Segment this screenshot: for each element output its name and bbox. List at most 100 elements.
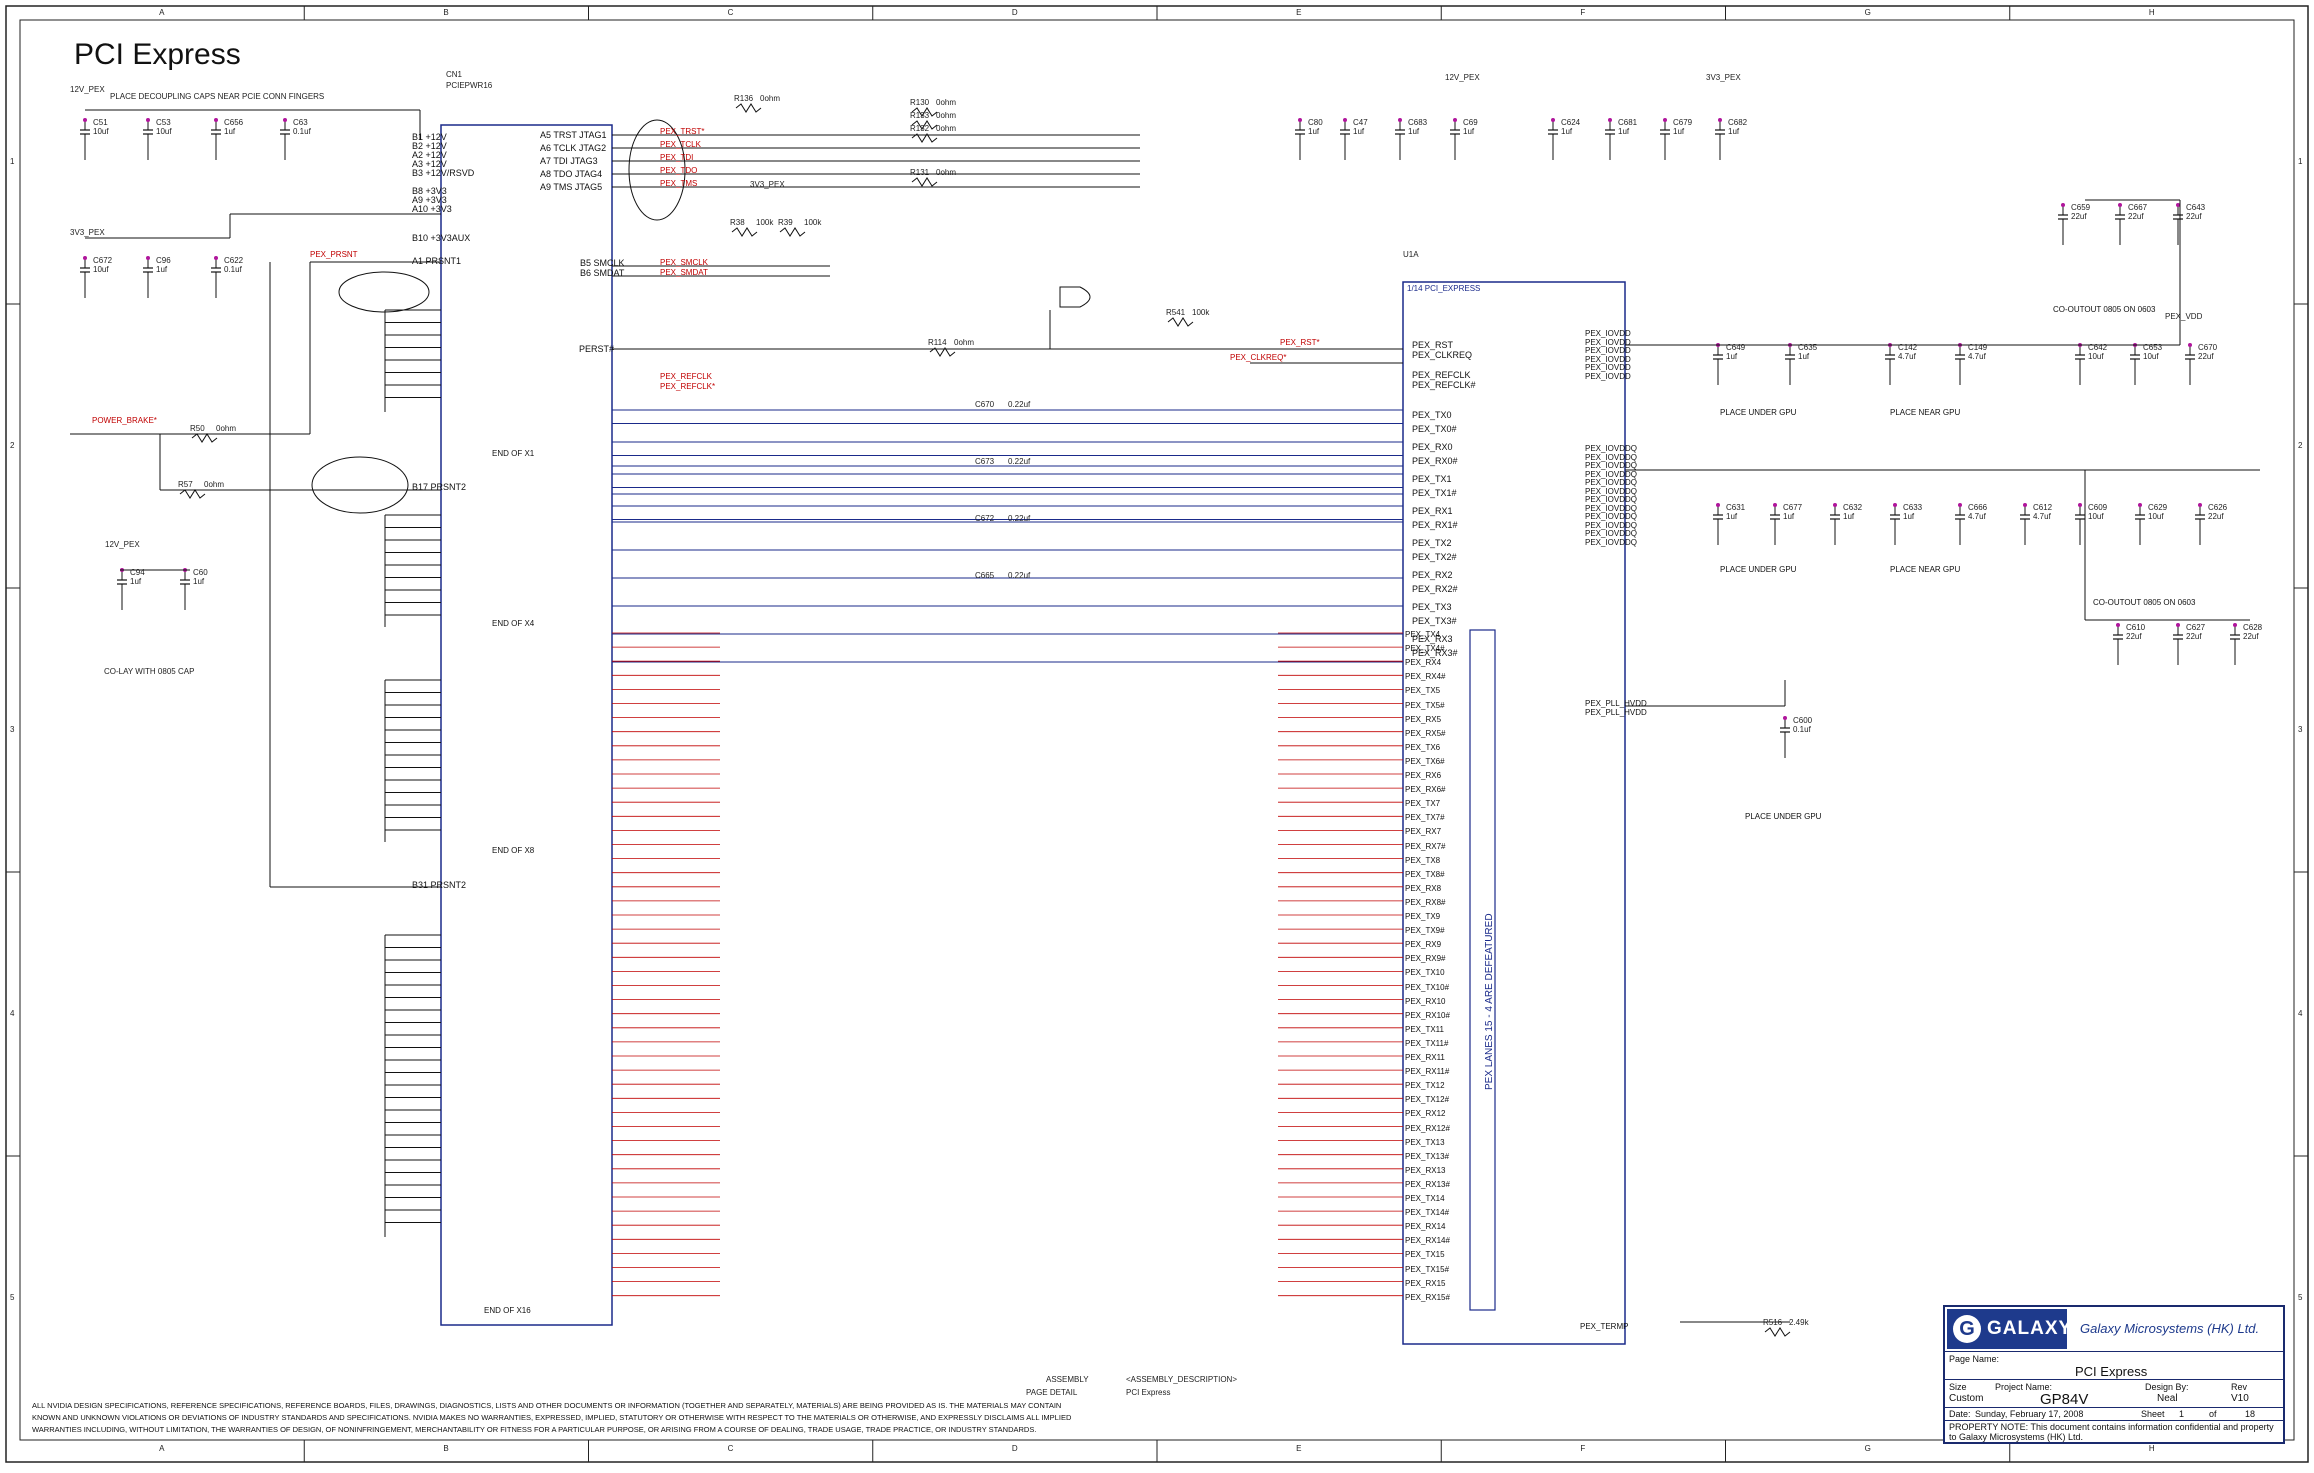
- gpu-pcie-pin: PEX_TX1: [1412, 474, 1452, 484]
- gpu-power-pin: PEX_IOVDDQ: [1585, 452, 1638, 462]
- ac-coupling-cap-value: 0.22uf: [1008, 457, 1031, 466]
- gpu-defeatured-pin: PEX_TX9: [1405, 912, 1441, 921]
- decoupling-capacitor-node: [1398, 118, 1402, 122]
- capacitor-ref: C51: [93, 118, 108, 127]
- frame-col-bottom-B: B: [443, 1444, 449, 1453]
- left-power-rails: [70, 109, 441, 888]
- ac-coupling-cap-ref: C670: [975, 400, 995, 409]
- capacitor-value: 10uf: [2143, 352, 2159, 361]
- capacitor-value: 22uf: [2208, 512, 2224, 521]
- power-brake-label: POWER_BRAKE*: [92, 416, 157, 425]
- frame-col-bottom-F: F: [1580, 1444, 1586, 1453]
- capacitor-value: 1uf: [1353, 127, 1365, 136]
- resistor: [1764, 1327, 1791, 1337]
- gpu-defeatured-pin: PEX_RX8: [1405, 883, 1442, 893]
- decoupling-capacitor-node: [2176, 203, 2180, 207]
- capacitor-ref: C643: [2186, 203, 2206, 212]
- frame-row-right-4: 4: [2298, 1009, 2303, 1018]
- gpu-pcie-pin: PEX_TX2: [1412, 538, 1452, 548]
- gpu-defeatured-pin: PEX_RX5: [1405, 714, 1442, 724]
- capacitor-value: 1uf: [1308, 127, 1320, 136]
- frame-col-bottom-D: D: [1011, 1444, 1018, 1453]
- rev-value: V10: [2231, 1393, 2249, 1404]
- frame-col-top-A: A: [159, 8, 165, 17]
- capacitor-value: 10uf: [2148, 512, 2164, 521]
- gpu-pcie-pin: PEX_TX0: [1412, 410, 1452, 420]
- gpu-power-pin: PEX_IOVDDQ: [1585, 520, 1638, 530]
- page-name-label: Page Name:: [1949, 1354, 2000, 1364]
- gpu-defeatured-pin: PEX_TX14#: [1405, 1208, 1450, 1218]
- connector-power-pin: B8 +3V3: [412, 186, 447, 196]
- ac-coupling-cap-value: 0.22uf: [1008, 400, 1031, 409]
- connector-power-pin: A9 +3V3: [412, 195, 447, 205]
- capacitor-ref: C681: [1618, 118, 1638, 127]
- capacitor-ref: C142: [1898, 343, 1918, 352]
- gpu-defeatured-pin: PEX_TX15: [1405, 1250, 1445, 1260]
- page-title: PCI Express: [74, 38, 241, 71]
- jtag-traces: [612, 134, 1403, 364]
- frame-col-bottom-C: C: [727, 1444, 734, 1453]
- gpu-pcie-pin: PEX_RX2#: [1412, 583, 1458, 594]
- gpu-pcie-pin: PEX_RST: [1412, 340, 1454, 350]
- resistor-value: 100k: [1192, 308, 1210, 317]
- gpu-pcie-pin: PEX_RX0: [1412, 442, 1453, 452]
- resistor-value: 100k: [804, 218, 822, 227]
- frame-col-bottom-E: E: [1296, 1444, 1302, 1453]
- capacitor-ref: C622: [224, 256, 244, 265]
- resistor: [911, 177, 938, 187]
- connector-prsnt-pin: A1 PRSNT1: [412, 256, 462, 266]
- prsnt2-highlight-ellipse: [311, 456, 409, 514]
- gpu-pcie-pin: PEX_RX1: [1412, 506, 1453, 516]
- gpu-defeatured-pin: PEX_TX4#: [1405, 644, 1445, 654]
- resistor-ref: R114: [928, 338, 947, 347]
- title-block: G GALAXY Galaxy Microsystems (HK) Ltd. P…: [1943, 1305, 2285, 1444]
- gpu-defeatured-pin: PEX_RX8#: [1405, 897, 1446, 907]
- connector-jtag-pin: A9 TMS JTAG5: [540, 182, 603, 192]
- capacitor-value: 10uf: [93, 265, 109, 274]
- size-value: Custom: [1949, 1393, 1984, 1404]
- gpu-pcie-pin: PEX_TX3: [1412, 602, 1452, 612]
- capacitor-ref: C672: [93, 256, 113, 265]
- capacitor-value: 10uf: [93, 127, 109, 136]
- resistor-value: 0ohm: [936, 168, 957, 177]
- gpu-power-pin: PEX_PLL_HVDD: [1585, 708, 1647, 717]
- frame-col-top-H: H: [2148, 8, 2155, 17]
- capacitor-value: 0.1uf: [224, 265, 242, 274]
- gpu-defeatured-pin: PEX_RX15: [1405, 1278, 1446, 1288]
- frame-row-left-2: 2: [10, 441, 15, 450]
- gpu-defeatured-pin: PEX_TX5#: [1405, 700, 1445, 710]
- frame-col-top-B: B: [443, 8, 449, 17]
- galaxy-logo-text: GALAXY: [1987, 1318, 2073, 1339]
- capacitor-ref: C656: [224, 118, 244, 127]
- frame-col-top-D: D: [1011, 8, 1018, 17]
- gpu-defeatured-pin: PEX_RX9#: [1405, 954, 1446, 964]
- decoupling-capacitor-node: [1663, 118, 1667, 122]
- gpu-defeatured-pin: PEX_RX13#: [1405, 1179, 1450, 1189]
- resistor-value: 0ohm: [936, 124, 957, 133]
- capacitor-ref: C626: [2208, 503, 2228, 512]
- frame-row-left-1: 1: [10, 157, 15, 166]
- capacitor-ref: C659: [2071, 203, 2091, 212]
- end-of-x4-label: END OF X4: [492, 619, 535, 628]
- decoupling-capacitor-node: [1718, 118, 1722, 122]
- inner-frame: [19, 19, 2295, 1441]
- rail-vdd-label: PEX_VDD: [2165, 312, 2203, 321]
- capacitor-ref: C627: [2186, 623, 2206, 632]
- resistor-ref: R130: [910, 98, 930, 107]
- rev-label: Rev: [2231, 1382, 2248, 1392]
- connector-power-pin: A10 +3V3: [412, 204, 452, 214]
- gpu-power-pin: PEX_IOVDDQ: [1585, 461, 1638, 470]
- prsnt-highlight-ellipse: [338, 271, 430, 313]
- place-under-gpu-note-3: PLACE UNDER GPU: [1745, 812, 1822, 821]
- gpu-defeatured-pin: PEX_RX6#: [1405, 785, 1446, 795]
- capacitor-value: 4.7uf: [1968, 352, 1986, 361]
- gpu-power-pin: PEX_IOVDDQ: [1585, 486, 1638, 496]
- connector-jtag-pin: A6 TCLK JTAG2: [540, 143, 607, 153]
- decoupling-note: PLACE DECOUPLING CAPS NEAR PCIE CONN FIN…: [110, 92, 325, 101]
- frame-col-top-E: E: [1296, 8, 1302, 17]
- reset-buffer-gate: [1059, 286, 1091, 308]
- gpu-defeatured-pin: PEX_RX13: [1405, 1165, 1446, 1175]
- place-under-gpu-note-2: PLACE UNDER GPU: [1720, 565, 1797, 574]
- connector-power-pin: B1 +12V: [412, 132, 447, 142]
